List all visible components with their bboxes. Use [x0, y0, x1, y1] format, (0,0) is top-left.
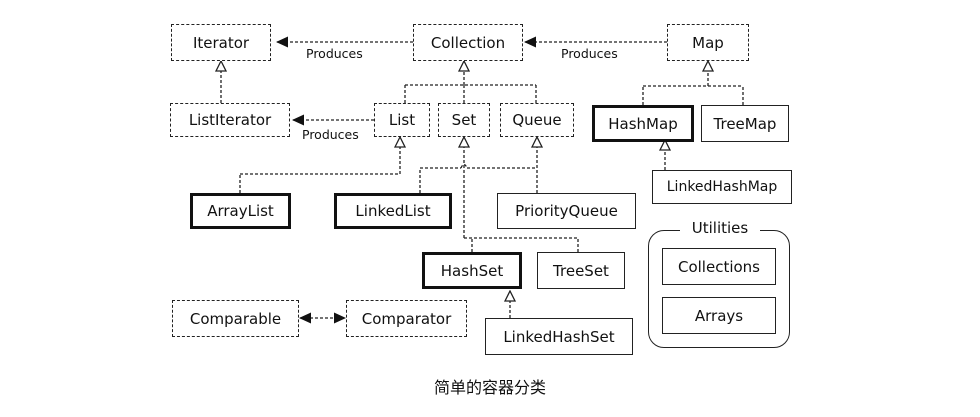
- node-arrays: Arrays: [662, 297, 776, 334]
- node-hash-map: HashMap: [592, 105, 694, 142]
- edge-map-implementations: [642, 61, 744, 105]
- node-comparable: Comparable: [172, 300, 299, 337]
- label-collection-produces-iterator: Produces: [304, 46, 365, 61]
- edge-list-implementations: [239, 137, 400, 193]
- edge-linked-list-implements-queue: [419, 163, 537, 193]
- node-hash-set: HashSet: [422, 252, 522, 289]
- edge-set-implementations: [464, 137, 579, 252]
- node-priority-queue: PriorityQueue: [497, 193, 636, 229]
- node-tree-map: TreeMap: [701, 105, 789, 142]
- node-tree-set: TreeSet: [537, 252, 625, 289]
- node-iterator: Iterator: [171, 24, 271, 61]
- node-collections: Collections: [662, 248, 776, 285]
- node-collection: Collection: [413, 24, 523, 61]
- node-linked-hash-set: LinkedHashSet: [485, 318, 633, 355]
- node-array-list: ArrayList: [190, 193, 291, 229]
- node-linked-hash-map: LinkedHashMap: [652, 170, 792, 204]
- node-list: List: [374, 103, 430, 137]
- node-set: Set: [438, 103, 490, 137]
- label-map-produces-collection: Produces: [559, 46, 620, 61]
- node-queue: Queue: [500, 103, 574, 137]
- edge-collection-subinterfaces: [404, 61, 537, 103]
- label-list-produces-list-iterator: Produces: [300, 127, 361, 142]
- node-linked-list: LinkedList: [334, 193, 452, 229]
- node-comparator: Comparator: [346, 300, 467, 337]
- node-list-iterator: ListIterator: [170, 103, 290, 137]
- utilities-title: Utilities: [680, 219, 760, 237]
- figure-caption: 简单的容器分类: [433, 378, 546, 397]
- node-map: Map: [667, 24, 749, 61]
